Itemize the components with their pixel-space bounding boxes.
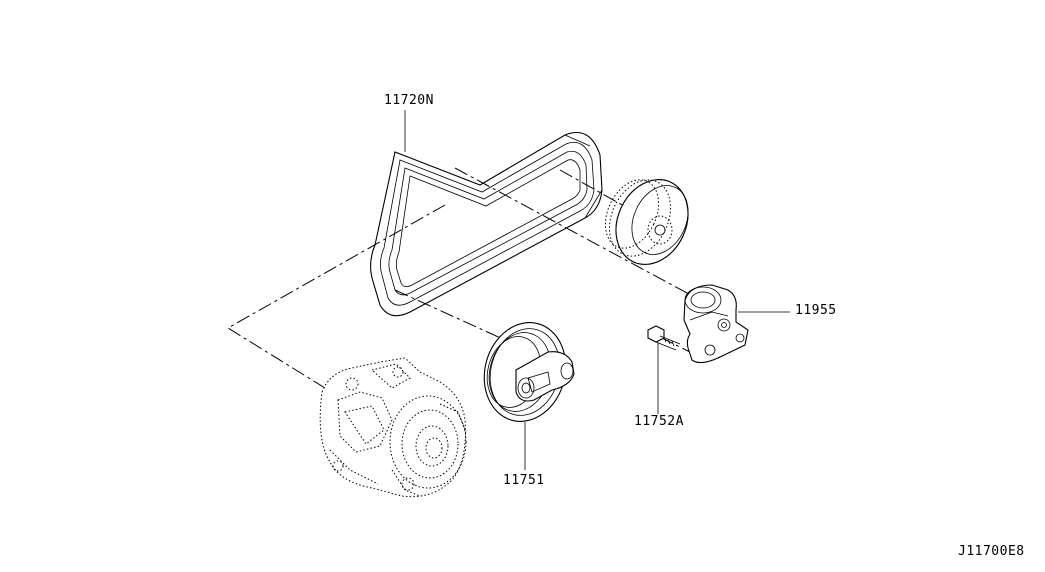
part-label-11752A: 11752A xyxy=(634,414,684,429)
leader-lines xyxy=(404,110,790,470)
part-label-11720N: 11720N xyxy=(384,93,434,108)
part-label-11955: 11955 xyxy=(795,303,837,318)
drive-belt[interactable] xyxy=(369,131,603,317)
part-label-11751: 11751 xyxy=(503,473,545,488)
tensioner-bolt[interactable] xyxy=(647,325,681,351)
alternator-assembly xyxy=(319,357,467,498)
diagram-ref-code: J11700E8 xyxy=(958,544,1025,559)
idler-pulley[interactable] xyxy=(595,168,701,276)
belt-tensioner[interactable] xyxy=(683,284,749,364)
crank-pulley[interactable] xyxy=(473,313,576,430)
